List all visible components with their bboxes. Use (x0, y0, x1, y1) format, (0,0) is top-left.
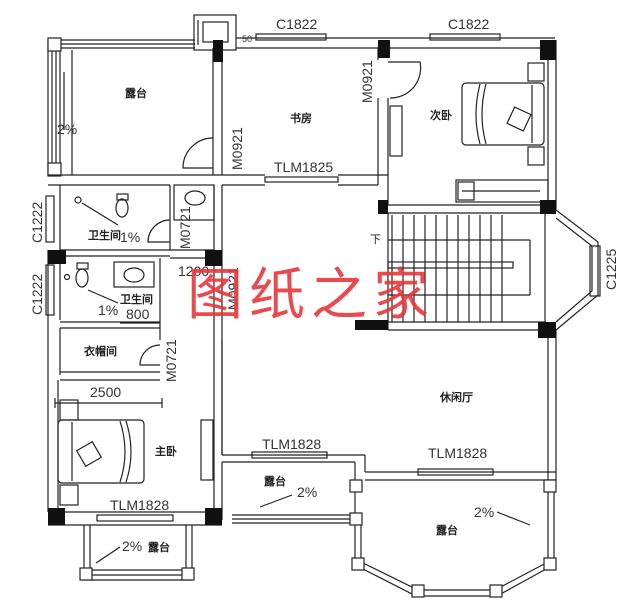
terrace-master (79, 525, 195, 581)
room-label-leisure-hall: 休闲厅 (440, 391, 473, 404)
room-label-study: 书房 (290, 112, 312, 125)
sliding-door-tlm1828-master (96, 514, 174, 522)
structural-columns (48, 40, 556, 525)
room-label-terrace-nw: 露台 (125, 87, 147, 100)
dim-label-2500: 2500 (90, 384, 122, 400)
door-label-m0921-second-bedroom: M0921 (359, 60, 375, 103)
window-c1822-2 (429, 33, 501, 41)
window-c1222-2 (45, 264, 55, 316)
room-label-bathroom-2: 卫生间 (120, 293, 153, 306)
sliding-label-tlm1828-master: TLM1828 (110, 497, 170, 513)
terrace-nw-railing (47, 37, 195, 177)
window-c1222-1 (45, 195, 55, 243)
stairs-down-label: 下 (370, 233, 381, 246)
window-label-c1822-2: C1822 (448, 16, 490, 32)
room-label-terrace-bay: 露台 (436, 524, 458, 537)
room-label-bathroom-1: 卫生间 (88, 229, 121, 242)
room-label-master-bedroom: 主卧 (155, 445, 177, 458)
wardrobe (455, 179, 549, 203)
window-label-c1222-1: C1222 (29, 201, 45, 243)
door-label-m0921-study: M0921 (229, 127, 245, 170)
room-label-terrace-mid: 露台 (264, 475, 286, 488)
sliding-door-tlm1825 (264, 176, 339, 183)
dim-label-800: 800 (126, 306, 150, 322)
slope-label-terrace-nw: 2% (57, 121, 78, 137)
sliding-door-tlm1828-left (251, 451, 328, 459)
terrace-mid (221, 462, 363, 526)
dim-label-50: 50 (242, 34, 253, 44)
slope-label-bath-2: 1% (98, 302, 119, 318)
door-label-m0721-bath: M0721 (177, 206, 193, 249)
bathroom-2 (59, 256, 161, 340)
sliding-label-tlm1825: TLM1825 (274, 159, 334, 175)
slope-label-terrace-master: 2% (122, 538, 143, 554)
bathroom-1 (59, 185, 171, 257)
bed-second-bedroom (461, 62, 545, 166)
window-label-c1225: C1225 (603, 248, 619, 290)
watermark: 图纸之家 (187, 263, 435, 328)
slope-label-terrace-mid: 2% (297, 484, 318, 500)
slope-label-bath-1: 1% (120, 229, 141, 245)
room-label-second-bedroom: 次卧 (430, 109, 452, 122)
slope-label-terrace-bay: 2% (474, 504, 495, 520)
window-label-c1222-2: C1222 (29, 273, 45, 315)
sliding-label-tlm1828-left: TLM1828 (262, 436, 322, 452)
window-c1822-1 (255, 33, 327, 41)
window-label-c1822-1: C1822 (276, 16, 318, 32)
bed-master-bedroom (57, 399, 145, 506)
terrace-bay (351, 479, 557, 598)
bay-window-c1225 (555, 209, 601, 331)
sliding-door-tlm1828-right (417, 468, 494, 476)
staircase (387, 213, 546, 331)
room-label-terrace-master: 露台 (148, 541, 170, 554)
dim-label-1200: 1200 (178, 263, 210, 279)
door-label-m0721-closet: M0721 (163, 339, 179, 382)
room-label-walk-in-closet: 衣帽间 (84, 345, 117, 358)
sliding-label-tlm1828-right: TLM1828 (428, 445, 488, 461)
